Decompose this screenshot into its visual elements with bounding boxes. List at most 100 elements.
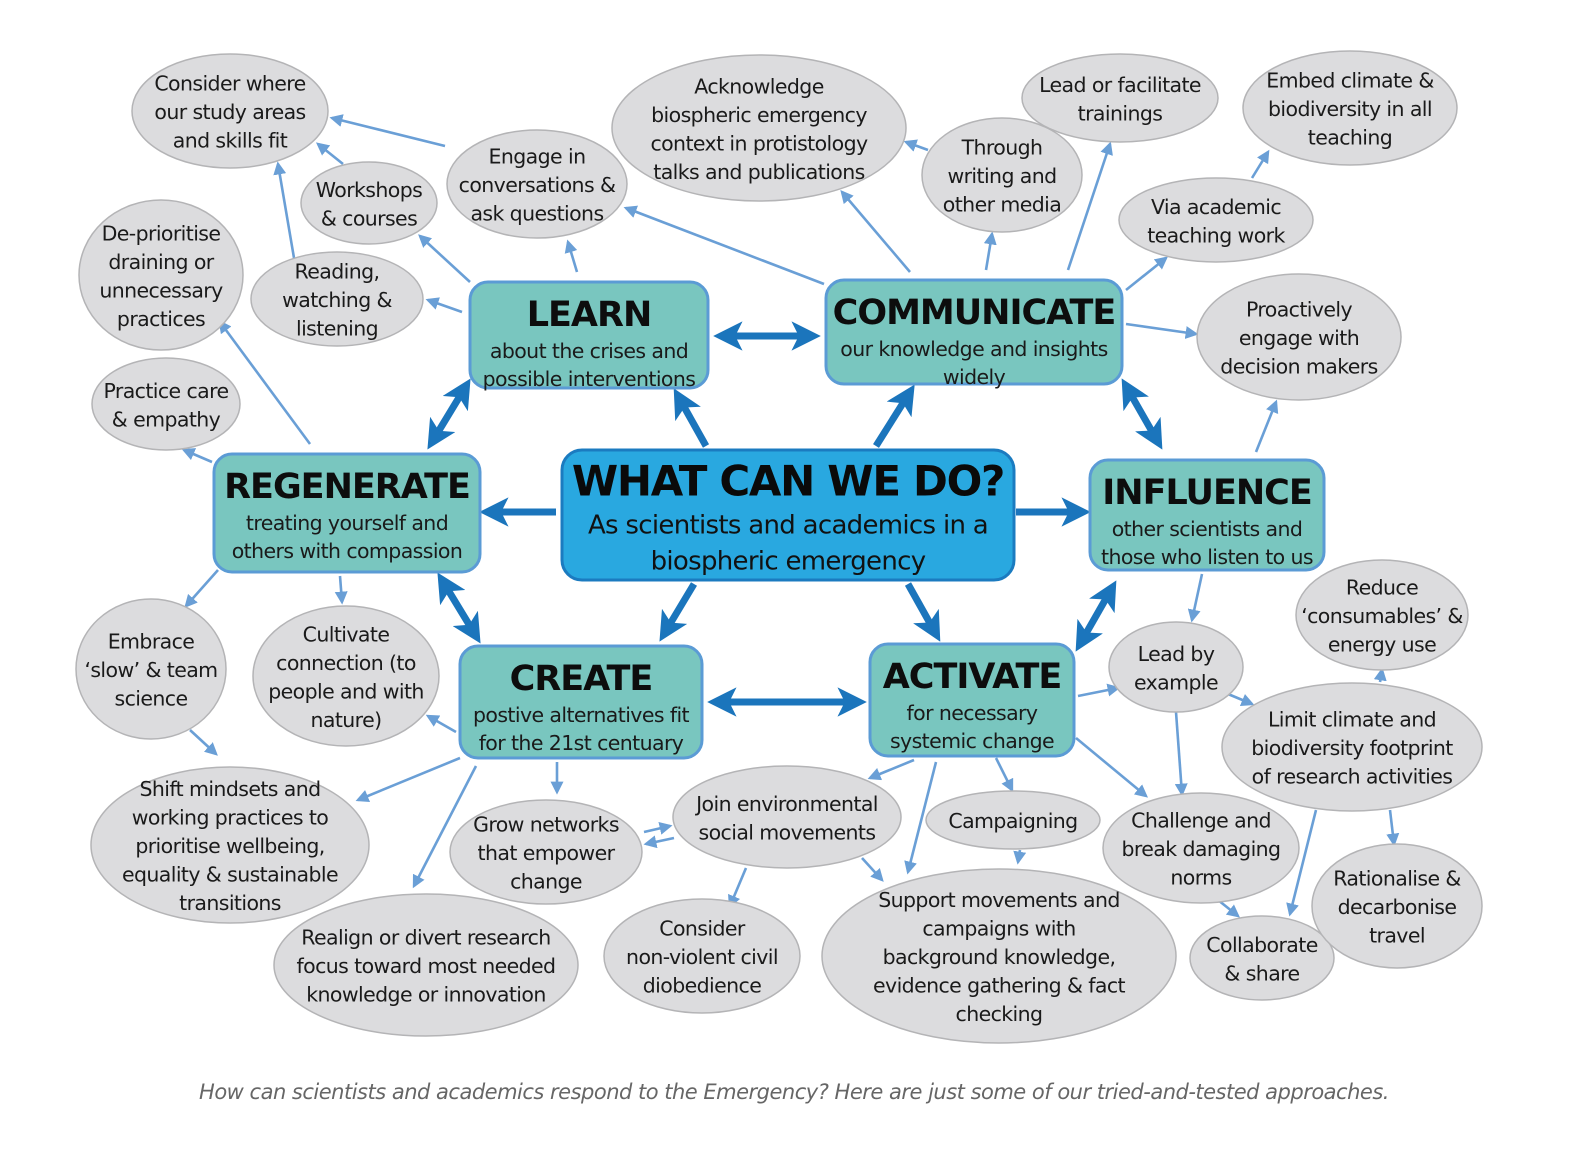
arrow-communicate-to-through-writing [983, 231, 997, 271]
leaf-text-line: Through [961, 136, 1043, 160]
leaf-bubble [1221, 682, 1483, 812]
leaf-text-line: Campaigning [948, 809, 1077, 833]
category-subtitle-line: our knowledge and insights [840, 337, 1107, 361]
leaf-text-line: that empower [478, 841, 616, 865]
category-subtitle-line: about the crises and [490, 339, 688, 363]
category-subtitle-line: widely [943, 365, 1006, 389]
leaf-text-line: Consider [659, 917, 746, 941]
leaf-text-line: draining or [108, 250, 214, 274]
leaf-text-line: change [510, 870, 582, 894]
leaf-text-line: nature) [311, 708, 382, 732]
leaf-text-line: decarbonise [1338, 895, 1457, 919]
leaf-text-line: & empathy [112, 407, 221, 431]
arrow-join-movements-to-grow-networks [643, 835, 675, 849]
leaf-bubble [91, 357, 241, 451]
leaf-text-line: Rationalise & [1333, 867, 1461, 891]
leaf-text-line: Reduce [1346, 576, 1418, 600]
category-title: CREATE [510, 659, 653, 699]
leaf-text-line: biodiversity footprint [1251, 736, 1453, 760]
leaf-bubble [821, 868, 1177, 1044]
leaf-text-line: Proactively [1246, 298, 1353, 322]
leaf-text-line: non-violent civil [626, 945, 778, 969]
arrow-join-movements-to-consider-nonviolent [728, 867, 748, 909]
leaf-text-line: Workshops [316, 178, 422, 202]
leaf-node-collaborate: Collaborate& share [1189, 915, 1335, 1001]
arrow-activate-to-join-movements [867, 758, 915, 781]
leaf-text-line: checking [956, 1002, 1043, 1026]
thick-arrows-layer [427, 321, 1163, 717]
leaf-text-line: Lead or facilitate [1039, 73, 1201, 97]
leaf-bubble [1021, 53, 1219, 143]
category-subtitle-line: others with compassion [232, 539, 463, 563]
arrow-create-to-cultivate [425, 714, 457, 734]
leaf-text-line: De-prioritise [102, 221, 221, 245]
category-box [468, 280, 710, 390]
leaf-text-line: teaching [1308, 126, 1392, 150]
leaf-text-line: teaching work [1147, 223, 1285, 247]
leaf-text-line: energy use [1328, 633, 1436, 657]
thin-arrows-layer [181, 114, 1400, 918]
leaf-text-line: practices [117, 307, 205, 331]
leaf-text-line: Consider where [154, 72, 305, 96]
leaf-text-line: ask questions [470, 202, 603, 226]
arrow-limit-footprint-to-reduce-consumables [1373, 667, 1387, 683]
double-arrow-learn-to-regenerate [427, 378, 471, 450]
leaf-text-line: Join environmental [694, 792, 878, 816]
arrow-grow-networks-to-join-movements [643, 822, 673, 835]
leaf-text-line: & courses [321, 206, 417, 230]
arrow-center-to-create [659, 582, 698, 642]
leaf-text-line: watching & [282, 288, 392, 312]
leaf-text-line: Acknowledge [694, 74, 823, 98]
leaf-bubble [672, 765, 902, 869]
leaf-bubble [75, 598, 227, 740]
category-subtitle-line: for necessary [907, 701, 1038, 725]
leaf-text-line: Realign or divert research [301, 926, 550, 950]
leaf-bubble [449, 799, 643, 905]
leaf-text-line: & share [1224, 961, 1299, 985]
leaf-text-line: decision makers [1220, 355, 1377, 379]
leaf-text-line: Practice care [103, 379, 228, 403]
leaf-text-line: ‘consumables’ & [1301, 604, 1463, 628]
leaf-text-line: example [1134, 670, 1218, 694]
arrow-lead-by-example-to-limit-footprint [1227, 692, 1255, 706]
arrow-learn-to-engage-conversations [564, 239, 579, 273]
leaf-node-reduce-consumables: Reduce ‘consumables’ & energy use [1295, 559, 1469, 671]
arrow-regenerate-to-practice-care [181, 448, 213, 464]
leaf-text-line: Limit climate and [1268, 708, 1436, 732]
category-subtitle-line: those who listen to us [1101, 545, 1313, 569]
arrow-via-teaching-to-embed-climate [1250, 149, 1270, 179]
arrow-communicate-to-lead-trainings [1066, 141, 1113, 271]
leaf-bubble [1108, 621, 1244, 713]
leaf-text-line: Cultivate [303, 622, 390, 646]
arrow-center-to-communicate [873, 384, 915, 448]
leaf-text-line: listening [296, 317, 378, 341]
arrow-limit-footprint-to-rationalise-travel [1386, 809, 1400, 847]
leaf-text-line: social movements [699, 820, 876, 844]
leaf-text-line: other media [943, 193, 1061, 217]
leaf-text-line: Lead by [1138, 642, 1215, 666]
leaf-bubble [1242, 50, 1458, 166]
category-box [824, 278, 1124, 386]
leaf-bubble [1118, 177, 1314, 263]
leaf-text-line: Engage in [489, 145, 586, 169]
leaf-node-lead-by-example: Lead by example [1108, 621, 1244, 713]
leaf-bubble [252, 605, 440, 747]
arrow-reading-to-consider-where [273, 161, 296, 259]
leaf-bubble [1102, 792, 1300, 904]
category-title: ACTIVATE [883, 657, 1062, 697]
arrow-join-movements-to-support-movements [861, 857, 884, 882]
leaf-text-line: connection (to [276, 651, 416, 675]
